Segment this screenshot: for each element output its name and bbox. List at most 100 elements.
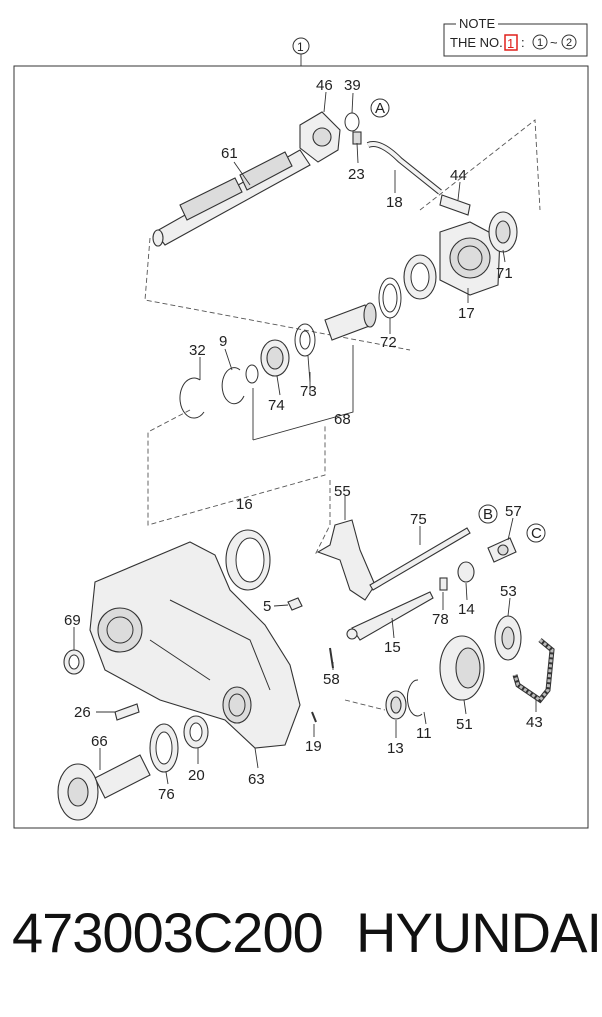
- leader-lines: [73, 91, 537, 785]
- transfer-case-63: [89, 541, 301, 749]
- gear-53: [494, 615, 522, 661]
- gear-51: [439, 635, 485, 701]
- callout-18: 18: [386, 194, 403, 211]
- callout-74: 74: [268, 397, 285, 414]
- ref-circle-a: [370, 98, 390, 118]
- callout-57: 57: [505, 503, 522, 520]
- note-boxed-number: 1: [507, 36, 514, 51]
- sprocket-16: [225, 529, 271, 591]
- callout-19: 19: [305, 738, 322, 755]
- snap-ring-32: [179, 377, 205, 419]
- snap-ring-9: [221, 367, 245, 405]
- callout-20: 20: [188, 767, 205, 784]
- leader-68: [252, 345, 354, 441]
- callout-16: 16: [236, 496, 253, 513]
- callout-46: 46: [316, 77, 333, 94]
- assembly-ref-circle: [292, 37, 310, 55]
- note-colon: :: [521, 35, 525, 50]
- note-box: NOTE THE NO. 1 : 1 ~ 2: [443, 16, 588, 57]
- pin-78: [439, 577, 448, 591]
- guide-line: [144, 237, 411, 351]
- shift-fork-55: [316, 519, 376, 601]
- callout-15: 15: [384, 639, 401, 656]
- snap-ring-11: [406, 679, 423, 717]
- callout-5: 5: [263, 598, 271, 615]
- bearing-13: [385, 690, 407, 720]
- callout-55: 55: [334, 483, 351, 500]
- rail-75: [369, 527, 471, 591]
- ref-c-label: C: [531, 525, 542, 542]
- callout-71: 71: [496, 265, 513, 282]
- brand-name: HYUNDAI: [356, 901, 602, 964]
- pin-19: [311, 711, 317, 723]
- callout-44: 44: [450, 167, 467, 184]
- callout-9: 9: [219, 333, 227, 350]
- callout-53: 53: [500, 583, 517, 600]
- pin-23: [352, 131, 362, 145]
- guide-line: [147, 409, 326, 526]
- ring-small: [245, 364, 259, 384]
- note-range-to: 2: [566, 37, 572, 49]
- note-tilde: ~: [550, 35, 558, 50]
- ref-circle-b: [478, 504, 498, 524]
- clip-5: [287, 597, 303, 611]
- spline-shaft: [324, 302, 377, 341]
- note-highlight-box: [504, 34, 518, 51]
- callout-73: 73: [300, 383, 317, 400]
- shift-part-57: [487, 537, 517, 563]
- part-number: 473003C200: [12, 901, 324, 964]
- callout-39: 39: [344, 77, 361, 94]
- callout-11: 11: [416, 725, 432, 742]
- callout-labels: 46 39 61 23 44 18 71 17 72 32 9 73 74 68…: [64, 77, 543, 803]
- note-range-from: 1: [537, 37, 543, 49]
- callout-51: 51: [456, 716, 473, 733]
- callout-72: 72: [380, 334, 397, 351]
- gear-71: [488, 211, 518, 253]
- rod-15: [351, 591, 434, 641]
- ref-b-label: B: [483, 506, 493, 523]
- washer-73: [294, 323, 316, 357]
- callout-61: 61: [221, 145, 238, 162]
- input-shaft-61: [152, 149, 311, 247]
- ref-circle-c: [526, 523, 546, 543]
- sensor-44: [439, 194, 471, 216]
- seal-20: [183, 715, 209, 749]
- callout-23: 23: [348, 166, 365, 183]
- callout-13: 13: [387, 740, 404, 757]
- ring-39: [344, 112, 360, 132]
- flange-46: [299, 111, 341, 163]
- callout-32: 32: [189, 342, 206, 359]
- ring-gear: [403, 254, 437, 300]
- guide-line: [419, 119, 541, 211]
- guide-line: [314, 480, 331, 556]
- ref-a-label: A: [375, 100, 385, 117]
- callout-17: 17: [458, 305, 475, 322]
- callout-76: 76: [158, 786, 175, 803]
- seal-69: [63, 649, 85, 675]
- note-circle-2: [561, 34, 577, 50]
- callout-43: 43: [526, 714, 543, 731]
- note-title: NOTE: [459, 16, 495, 31]
- housing-17: [439, 221, 501, 296]
- callout-63: 63: [248, 771, 265, 788]
- note-text: THE NO.: [450, 35, 503, 50]
- guide-line: [344, 699, 386, 711]
- bearing-74: [260, 339, 290, 377]
- callout-26: 26: [74, 704, 91, 721]
- collar-14: [457, 561, 475, 583]
- callout-14: 14: [458, 601, 475, 618]
- diagram-frame: [13, 65, 589, 829]
- exploded-parts-diagram: NOTE THE NO. 1 : 1 ~ 2 1: [13, 16, 589, 829]
- ring-76: [149, 723, 179, 773]
- callout-68: 68: [334, 411, 351, 428]
- callout-58: 58: [323, 671, 340, 688]
- callout-69: 69: [64, 612, 81, 629]
- breather-26: [114, 703, 140, 721]
- output-flange-66: [57, 754, 151, 821]
- note-circle-1: [532, 34, 548, 50]
- assembly-ref-label: 1: [297, 40, 304, 54]
- callout-75: 75: [410, 511, 427, 528]
- pin-58: [329, 647, 334, 669]
- callout-78: 78: [432, 611, 449, 628]
- callout-66: 66: [91, 733, 108, 750]
